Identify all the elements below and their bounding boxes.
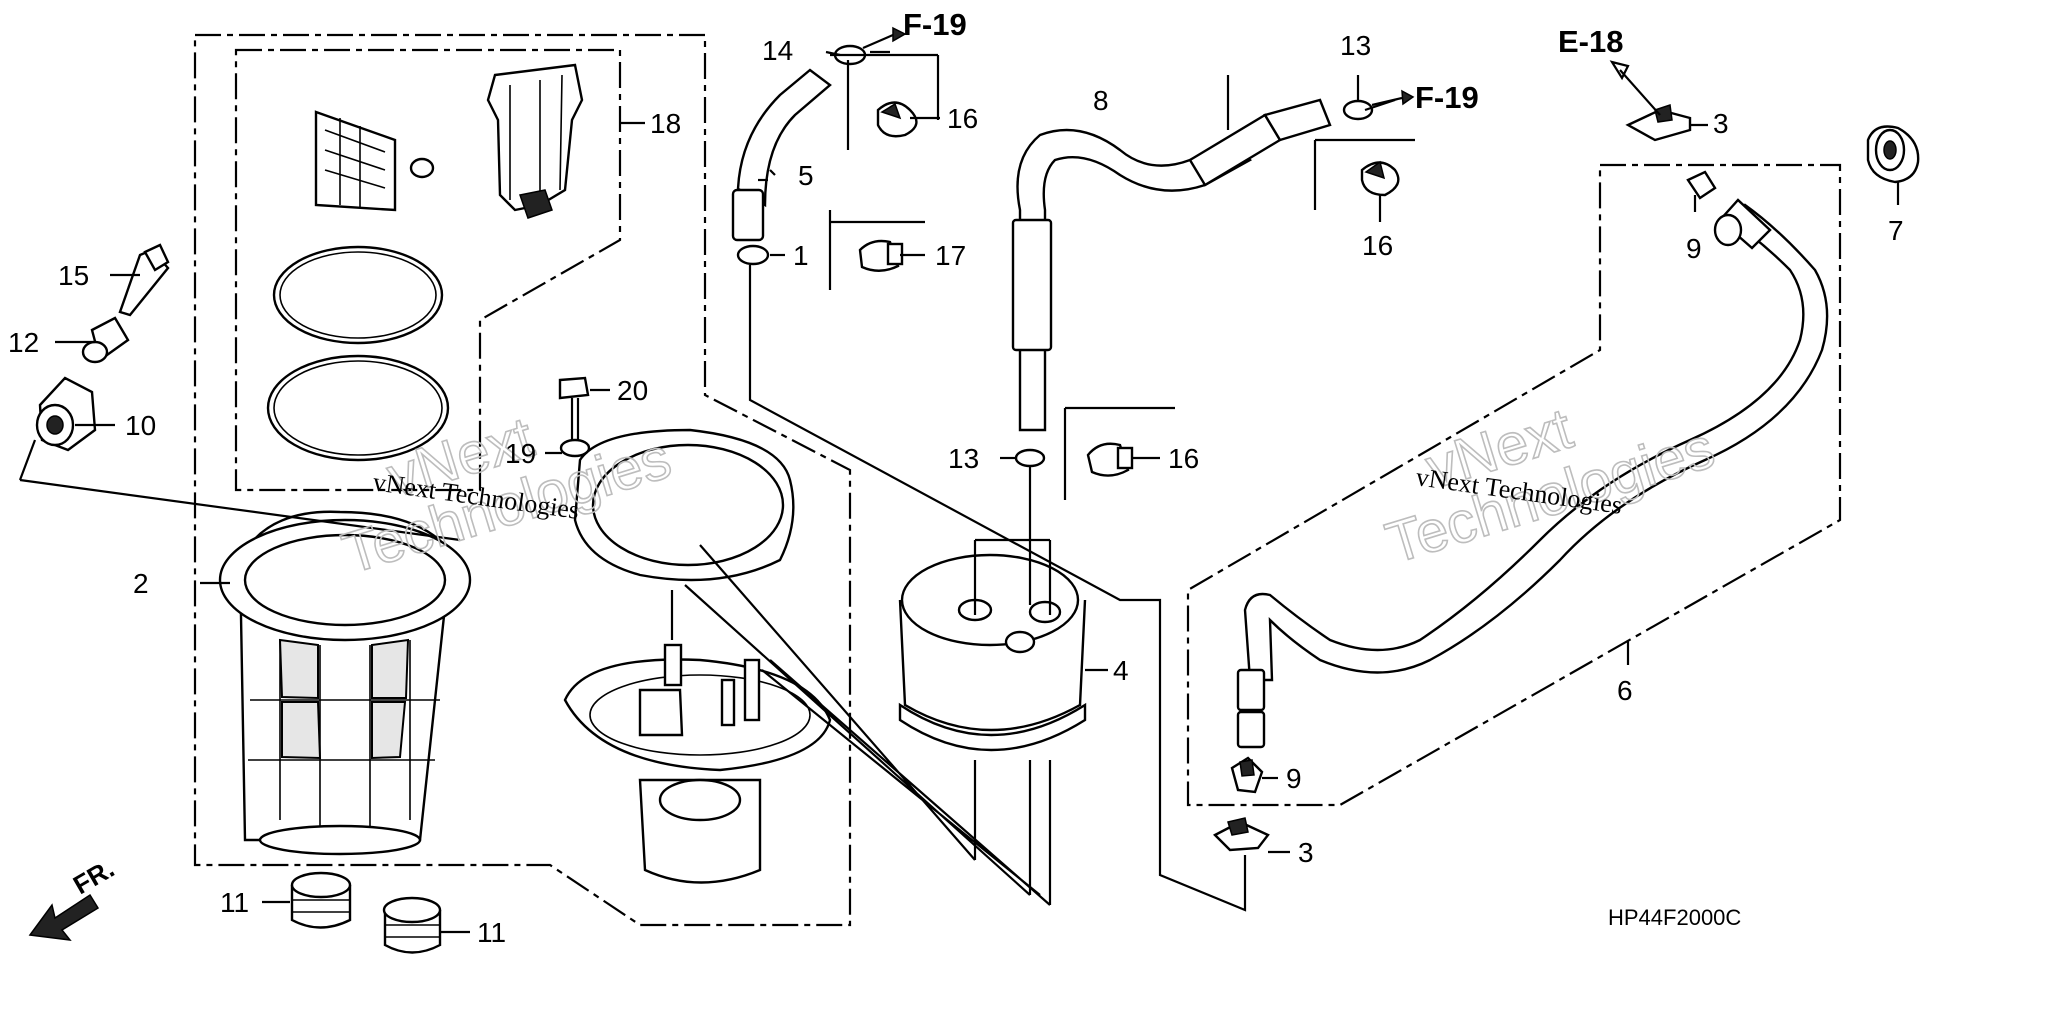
clamp-16-right-part: [1360, 160, 1400, 197]
callout-1: 1: [793, 240, 809, 271]
clip-13-upper-part: [1342, 99, 1374, 121]
callout-5: 5: [798, 160, 814, 191]
callout-14: 14: [762, 35, 793, 66]
group-outline-kit: [234, 48, 622, 492]
bolt-15-part: [118, 243, 170, 317]
diagram-code: HP44F2000C: [1608, 905, 1741, 930]
front-label: FR.: [68, 853, 119, 900]
group-outline-pipe: [1186, 163, 1842, 807]
callout-2: 2: [133, 568, 149, 599]
clip-13-lower-part: [1014, 448, 1046, 468]
grommet-11-right-part: [382, 896, 442, 954]
callout-13-lower: 13: [948, 443, 979, 474]
clip-3-lower-part: [1212, 817, 1270, 852]
rubber-mount-10-part: [35, 376, 97, 452]
leader-lines: [18, 50, 1900, 934]
callout-16-upper: 16: [947, 103, 978, 134]
callout-11-right: 11: [477, 917, 506, 948]
fuel-pump-part: [563, 643, 832, 884]
callout-20: 20: [617, 375, 648, 406]
callout-15: 15: [58, 260, 89, 291]
callout-3-upper: 3: [1713, 108, 1729, 139]
collar-12-part: [81, 316, 130, 364]
callout-6: 6: [1617, 675, 1633, 706]
callout-18: 18: [650, 108, 681, 139]
seal-ring-upper-part: [272, 245, 444, 345]
o-ring-1-part: [736, 244, 770, 266]
fuel-pipe-part: [1236, 198, 1829, 749]
clip-9-lower-part: [1230, 756, 1264, 794]
callout-3-lower: 3: [1298, 837, 1314, 868]
clamp-16-upper-part: [876, 101, 918, 138]
clip-9-upper-part: [1686, 170, 1717, 200]
fuel-tank-part: [218, 510, 472, 856]
seal-ring-lower-part: [266, 354, 450, 462]
callout-19: 19: [505, 438, 536, 469]
ref-f19-top: F-19: [903, 7, 967, 42]
pump-holder-part: [486, 63, 584, 219]
callout-17: 17: [935, 240, 966, 271]
fuel-hose-5-part: [736, 68, 832, 208]
callout-11-left: 11: [220, 887, 249, 918]
clip-3-upper-part: [1625, 104, 1692, 142]
front-direction-arrow: [28, 893, 100, 941]
callout-9-upper: 9: [1686, 233, 1702, 264]
grommet-7-part: [1866, 125, 1920, 184]
clamp-16-lower-part: [1086, 442, 1134, 477]
callout-16-right: 16: [1362, 230, 1393, 261]
ref-e18: E-18: [1558, 24, 1623, 59]
callout-9-lower: 9: [1286, 763, 1302, 794]
grommet-11-left-part: [290, 871, 352, 929]
bolt-20-part: [558, 376, 590, 440]
washer-19-part: [559, 438, 591, 458]
callout-10: 10: [125, 410, 156, 441]
o-ring-small-part: [409, 157, 435, 179]
callout-8: 8: [1093, 85, 1109, 116]
clamp-17-part: [858, 239, 904, 272]
ref-f19-right: F-19: [1415, 80, 1479, 115]
group-outline-main: [193, 33, 852, 927]
callout-16-lower: 16: [1168, 443, 1199, 474]
callout-12: 12: [8, 327, 39, 358]
callout-numbers: 1 2 3 3 4 5 6 7 8 9 9 10 11 11 12 13 13 …: [8, 30, 1904, 948]
fuel-filter-part: [898, 553, 1087, 752]
filter-element-part: [314, 110, 397, 212]
callout-4: 4: [1113, 655, 1129, 686]
callout-13-upper: 13: [1340, 30, 1371, 61]
callout-7: 7: [1888, 215, 1904, 246]
